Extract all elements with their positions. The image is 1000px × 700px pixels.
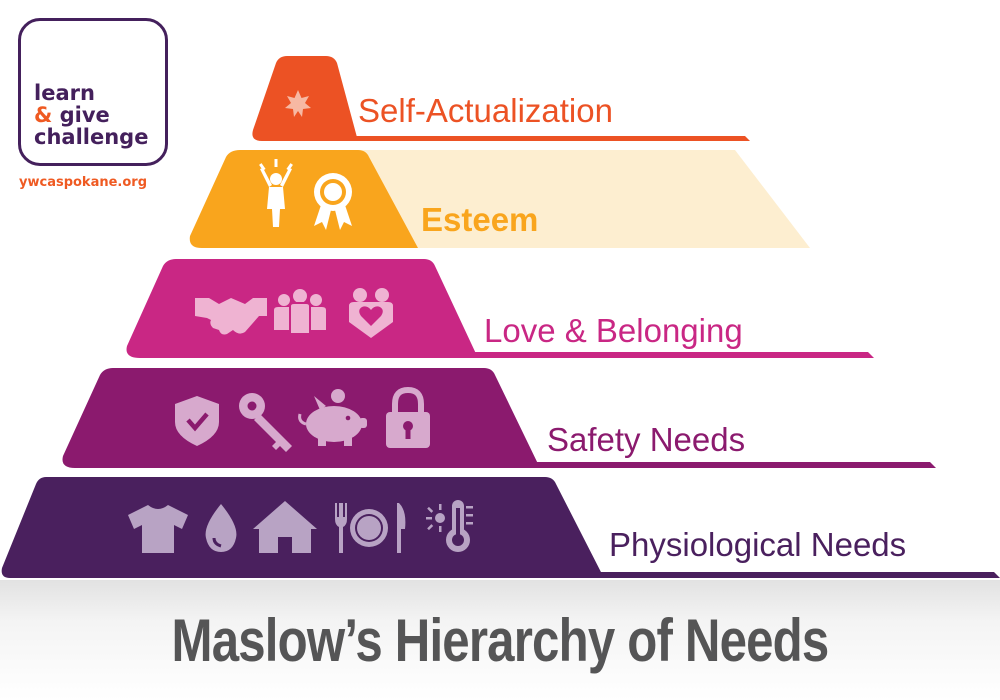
heart-hug-icon [349, 288, 393, 338]
logo-ampersand: & [34, 103, 53, 127]
award-ribbon-icon [314, 173, 352, 230]
tshirt-icon [128, 505, 188, 553]
house-icon [253, 501, 317, 553]
level-safety-needs: Safety Needs [62, 368, 936, 468]
level-band [300, 150, 810, 248]
level-love-belonging: Love & Belonging [126, 259, 874, 358]
learn-give-challenge-logo: learn & give challenge [18, 18, 168, 166]
page-title: Maslow’s Hierarchy of Needs [171, 607, 830, 674]
level-label: Love & Belonging [484, 312, 743, 349]
sun-thermometer-icon [426, 500, 473, 552]
group-of-people-icon [274, 289, 326, 335]
level-band-underline [560, 572, 1000, 578]
level-label: Physiological Needs [609, 526, 906, 563]
key-icon [239, 393, 292, 452]
level-esteem: Esteem [189, 150, 810, 248]
level-label: Safety Needs [547, 421, 745, 458]
level-band-underline [290, 136, 750, 141]
logo-give-text: give [59, 103, 110, 127]
level-physiological-needs: Physiological Needs [1, 477, 1000, 578]
star-burst-icon [285, 90, 311, 117]
title-background-band [0, 580, 1000, 700]
shield-check-icon [175, 396, 219, 446]
padlock-icon [386, 386, 430, 448]
water-drop-icon [205, 504, 237, 552]
level-label: Esteem [421, 201, 538, 238]
website-url: ywcaspokane.org [19, 175, 148, 190]
celebrating-person-icon [259, 159, 293, 227]
logo-line-challenge: challenge [34, 125, 149, 149]
level-label: Self-Actualization [358, 92, 613, 129]
level-trapezoid [189, 150, 418, 248]
level-band-underline [510, 462, 936, 468]
level-self-actualization: Self-Actualization [252, 56, 750, 141]
level-band-underline [450, 352, 874, 358]
logo-line-learn: learn [34, 81, 95, 105]
handshake-icon [195, 298, 267, 335]
level-trapezoid [62, 368, 540, 468]
logo-line-give: & give [34, 105, 110, 126]
piggy-bank-icon [298, 389, 367, 446]
plate-and-cutlery-icon [335, 503, 406, 553]
